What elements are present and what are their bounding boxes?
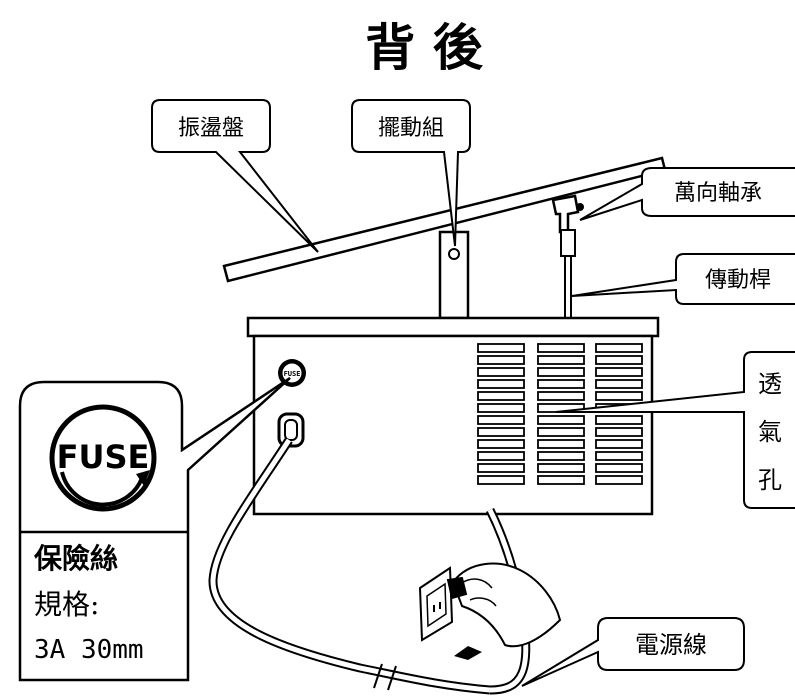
svg-text:FUSE: FUSE — [284, 370, 301, 378]
callout-universal-bearing: 萬向軸承 — [579, 167, 795, 221]
vent-slot — [477, 379, 525, 389]
label-vent-hole-1: 透 — [758, 370, 782, 398]
vent-slot — [595, 391, 643, 401]
vent-slot — [477, 355, 525, 365]
fuse-title: 保險絲 — [34, 542, 118, 575]
vent-slot — [477, 463, 525, 473]
vent-slot — [477, 427, 525, 437]
vent-slot — [537, 463, 585, 473]
vent-slot — [477, 403, 525, 413]
vent-slot — [595, 415, 643, 425]
universal-bearing — [551, 194, 584, 257]
vent-slot — [537, 439, 585, 449]
vent-slot — [477, 391, 525, 401]
vent-slot — [537, 379, 585, 389]
vent-slot — [595, 343, 643, 353]
callout-swing-assembly: 擺動組 — [351, 99, 471, 247]
vent-slot — [477, 367, 525, 377]
vent-slot — [537, 391, 585, 401]
label-vibration-tray: 振盪盤 — [178, 116, 244, 141]
fuse-icon: FUSE — [49, 404, 157, 512]
vent-slot — [477, 439, 525, 449]
label-universal-bearing: 萬向軸承 — [674, 181, 762, 206]
vent-slot — [477, 343, 525, 353]
power-plug-hand-icon — [418, 562, 562, 660]
vent-slot — [537, 367, 585, 377]
label-drive-rod: 傳動桿 — [705, 268, 771, 293]
label-vent-hole-3: 孔 — [758, 466, 782, 494]
label-swing-assembly: 擺動組 — [378, 116, 444, 141]
fuse-icon-text: FUSE — [57, 438, 150, 476]
vent-slot — [595, 475, 643, 485]
vent-slot — [595, 427, 643, 437]
vent-slot — [595, 451, 643, 461]
vent-slot — [537, 451, 585, 461]
vent-slot — [477, 451, 525, 461]
vent-slot — [537, 355, 585, 365]
vent-slot — [537, 427, 585, 437]
vent-slot — [595, 367, 643, 377]
callout-fuse: FUSE 保險絲 規格: 3A 30mm — [18, 376, 291, 682]
vent-slot — [595, 439, 643, 449]
vent-slot — [477, 475, 525, 485]
drive-rod — [564, 255, 572, 319]
page-title: 背 後 — [365, 18, 483, 77]
vent-slot — [537, 343, 585, 353]
vent-slot — [595, 379, 643, 389]
vent-slot — [595, 463, 643, 473]
fuse-spec-label: 規格: — [34, 588, 99, 621]
vent-grille — [477, 343, 643, 485]
vent-slot — [595, 355, 643, 365]
vent-slot — [537, 415, 585, 425]
main-housing — [246, 316, 660, 516]
callout-vent-holes: 透 氣 孔 — [555, 351, 795, 509]
cord-grommet — [277, 412, 305, 448]
label-vent-hole-2: 氣 — [758, 418, 782, 446]
callout-vibration-tray: 振盪盤 — [151, 99, 319, 253]
vent-slot — [477, 415, 525, 425]
callout-drive-rod: 傳動桿 — [571, 253, 795, 305]
fuse-spec-value: 3A 30mm — [34, 635, 144, 665]
callout-power-cord: 電源線 — [521, 617, 745, 687]
label-power-cord: 電源線 — [635, 631, 707, 659]
vent-slot — [537, 475, 585, 485]
